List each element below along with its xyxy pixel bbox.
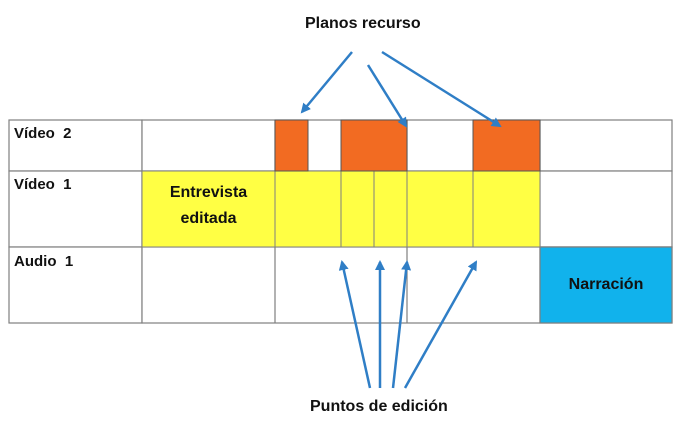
top-label: Planos recurso — [305, 15, 421, 32]
narration-text: Narración — [568, 276, 644, 293]
broll-arrow-2 — [366, 64, 408, 128]
track-label-video2: Vídeo 2 — [14, 125, 72, 142]
audio1-label-cell — [8, 246, 143, 324]
video-clip — [340, 170, 375, 248]
broll-clip-1 — [274, 119, 309, 172]
interview-text: Entrevista editada — [142, 180, 275, 232]
video-clip — [472, 170, 541, 248]
broll-clip-2 — [340, 119, 408, 172]
edit-point-arrow-4 — [403, 260, 478, 389]
video-clip — [406, 170, 474, 248]
interview-line-2: editada — [180, 210, 237, 227]
edit-point-arrow-1 — [338, 260, 372, 389]
video-clip — [373, 170, 408, 248]
edit-point-arrow-3 — [391, 260, 412, 389]
broll-arrow-1 — [300, 51, 353, 114]
track-label-video1: Vídeo 1 — [14, 176, 72, 193]
narration-clip — [539, 246, 673, 324]
video2-label-cell — [8, 119, 143, 172]
broll-arrow-3 — [381, 50, 502, 128]
track-label-audio1: Audio 1 — [14, 253, 74, 270]
video1-label-cell — [8, 170, 143, 248]
bottom-label: Puntos de edición — [310, 398, 448, 415]
interview-line-1: Entrevista — [169, 184, 248, 201]
video-clip — [274, 170, 342, 248]
broll-clip-3 — [472, 119, 541, 172]
